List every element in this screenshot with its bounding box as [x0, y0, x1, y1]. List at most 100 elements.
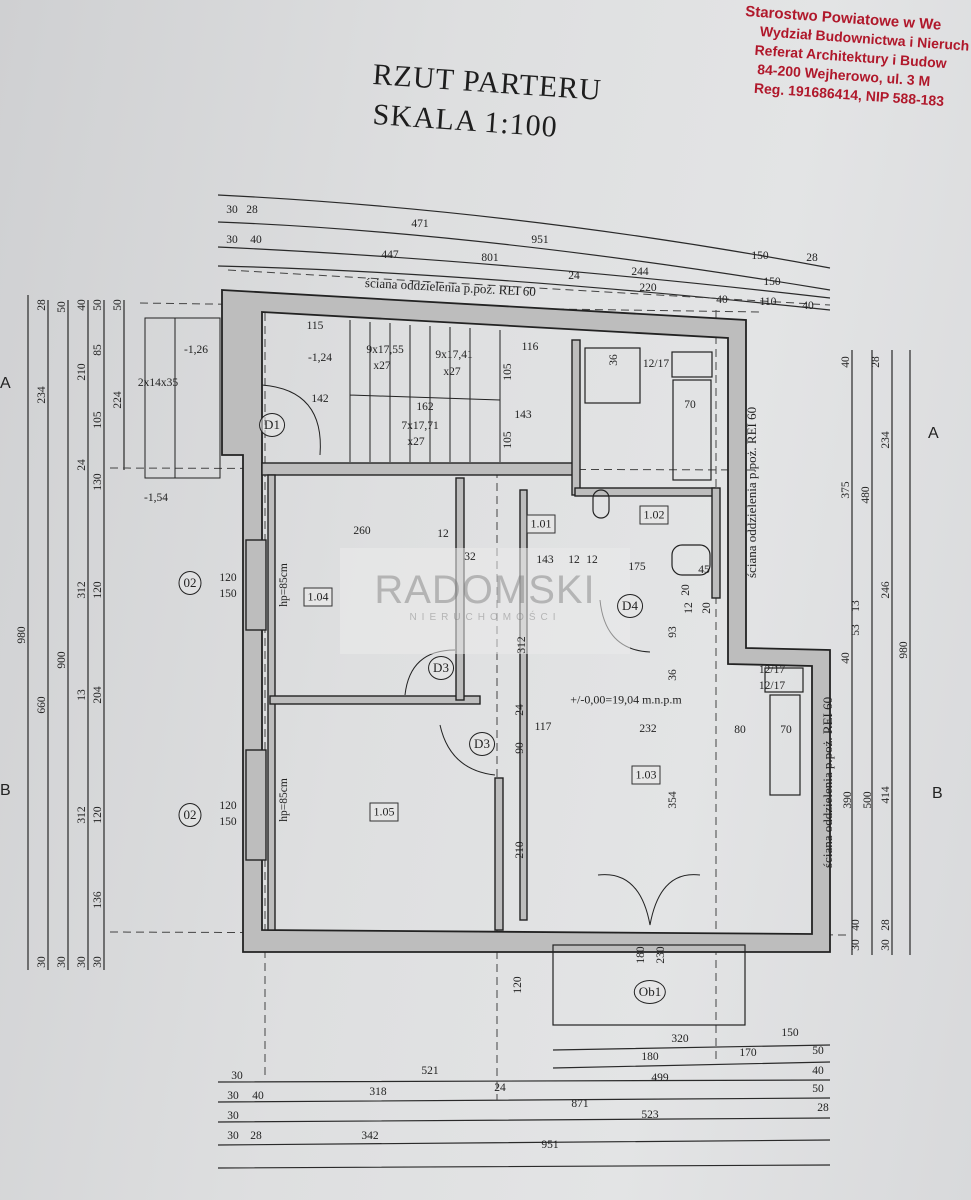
dimension-label: 142: [311, 393, 329, 405]
dimension-label: 110: [759, 296, 777, 308]
dimension-label: 30: [880, 939, 892, 951]
dimension-label: 150: [781, 1027, 799, 1039]
fixtures: [552, 347, 804, 1026]
dimension-label: 24: [76, 459, 88, 471]
dimension-label: 105: [502, 431, 514, 449]
dimension-label: 143: [514, 409, 532, 421]
dimension-label: 375: [840, 481, 852, 499]
dimension-label: 12: [437, 528, 449, 540]
dimension-label: 801: [481, 252, 499, 264]
dimension-label: 162: [416, 401, 434, 413]
dimension-label: 900: [56, 651, 68, 669]
dimension-label: 105: [502, 363, 514, 381]
dimension-label: 30: [850, 939, 862, 951]
dimension-label: 115: [306, 320, 324, 332]
room-1-01: 1.01: [526, 514, 556, 534]
dimension-label: 318: [369, 1086, 387, 1098]
dimension-label: 40: [812, 1065, 824, 1077]
room-1-05: 1.05: [369, 802, 399, 822]
stair-run-3-depth: x27: [407, 436, 425, 448]
dimension-label: 224: [112, 391, 124, 409]
dimension-label: 120: [219, 800, 237, 812]
dimension-label: 320: [671, 1033, 689, 1045]
dimension-label: 204: [92, 686, 104, 704]
dimension-label: 80: [734, 724, 746, 736]
door-tag-d3: D3: [469, 732, 495, 756]
interior-walls: [245, 339, 721, 931]
dimension-label: 180: [635, 946, 647, 964]
dimension-label: 210: [76, 363, 88, 381]
dimension-label: 30: [226, 234, 238, 246]
door-tag-d3: D3: [428, 656, 454, 680]
dimension-label: 40: [716, 294, 728, 306]
dimension-label: 120: [219, 572, 237, 584]
dimension-label: 40: [250, 234, 262, 246]
dimension-label: 70: [780, 724, 792, 736]
dimension-label: 36: [667, 669, 679, 681]
section-marker-a-left: A: [0, 375, 11, 392]
dimension-label: 414: [880, 786, 892, 804]
dimension-label: 30: [92, 956, 104, 968]
dimension-label: 12: [568, 554, 580, 566]
watermark-sub: NIERUCHOMOŚCI: [409, 612, 561, 623]
dimension-label: 500: [862, 791, 874, 809]
dimension-label: 210: [514, 841, 526, 859]
dimension-label: 85: [92, 344, 104, 356]
watermark: RADOMSKI NIERUCHOMOŚCI: [340, 548, 630, 654]
dimension-label: 980: [16, 626, 28, 644]
dimension-label: 28: [36, 299, 48, 311]
level-entry: -1,26: [184, 344, 208, 356]
dimension-label: 230: [655, 946, 667, 964]
dimension-label: 116: [521, 341, 539, 353]
dimension-label: 136: [92, 891, 104, 909]
exterior-walls: [221, 289, 831, 953]
dimension-label: 93: [667, 626, 679, 638]
dimension-label: 13: [850, 600, 862, 612]
dimension-label: 12: [586, 554, 598, 566]
section-marker-a-right: A: [928, 425, 939, 442]
dimension-label: 30: [227, 1110, 239, 1122]
stair-run-1-depth: x27: [373, 360, 391, 372]
dimension-label: 105: [92, 411, 104, 429]
dimension-label: 40: [840, 356, 852, 368]
dimension-label: 70: [684, 399, 696, 411]
dimension-label: 24: [514, 704, 526, 716]
dimension-label: 120: [92, 581, 104, 599]
dimension-label: 28: [870, 356, 882, 368]
stair-run-2-depth: x27: [443, 366, 461, 378]
sill-height-label: hp=85cm: [278, 563, 290, 607]
dimension-label: 175: [628, 561, 646, 573]
dimension-label: 660: [36, 696, 48, 714]
dimension-label: 150: [763, 276, 781, 288]
door-tag-d1: D1: [259, 413, 285, 437]
dimension-label: 342: [361, 1130, 379, 1142]
dimension-label: 28: [880, 919, 892, 931]
dimension-label: 130: [92, 473, 104, 491]
firewall-label-right-lower: ściana oddzielenia p.poż. REI 60: [820, 696, 835, 868]
dimension-label: 260: [353, 525, 371, 537]
stair-run-2: 9x17,41: [435, 349, 473, 361]
dimension-label: 20: [701, 602, 713, 614]
firewall-label-right: ściana oddzielenia p.poż. REI 60: [744, 406, 759, 578]
dimension-label: 232: [639, 723, 657, 735]
window-tag-02: 02: [178, 571, 202, 595]
dimension-label: 234: [880, 431, 892, 449]
dimension-label: 12/17: [758, 664, 786, 676]
dimension-label: 150: [219, 816, 237, 828]
dimension-label: 12/17: [758, 680, 786, 692]
room-1-03: 1.03: [631, 765, 661, 785]
dimension-label: 220: [639, 282, 657, 294]
dimension-label: 50: [112, 299, 124, 311]
dimension-label: 40: [850, 919, 862, 931]
dimension-label: 45: [698, 564, 710, 576]
room-1-04: 1.04: [303, 587, 333, 607]
section-marker-b-right: B: [932, 785, 943, 802]
dimension-label: 50: [812, 1045, 824, 1057]
dimension-label: 390: [842, 791, 854, 809]
watermark-name: RADOMSKI: [374, 568, 596, 612]
dimension-label: 12: [683, 602, 695, 614]
dimension-label: 312: [76, 806, 88, 824]
window-tag-02: 02: [178, 803, 202, 827]
dimension-label: 30: [226, 204, 238, 216]
dimension-label: 28: [817, 1102, 829, 1114]
